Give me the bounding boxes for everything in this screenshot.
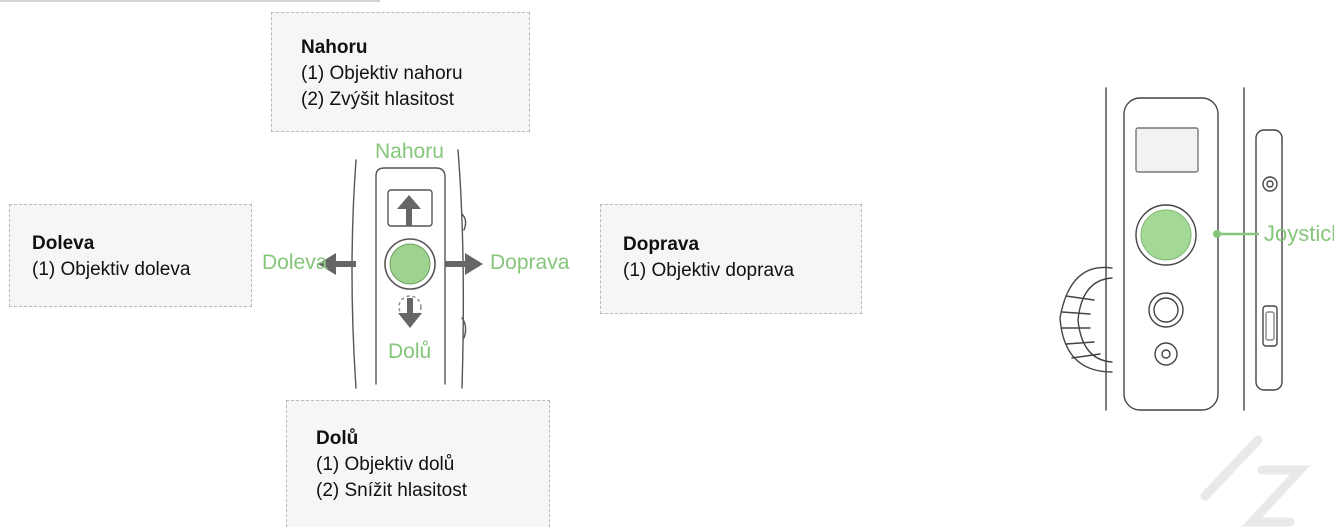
info-box-right: Doprava (1) Objektiv doprava [600,204,862,314]
joystick-label: Joystick [1264,221,1334,246]
info-box-down-title: Dolů [316,428,359,449]
info-box-left-title: Doleva [32,233,95,254]
usb-port [1262,305,1278,347]
direction-label-up: Nahoru [375,140,444,163]
watermark-icon [1200,435,1311,527]
direction-label-right: Doprava [490,251,570,274]
arrow-left-icon [318,253,356,275]
arrow-up-icon [397,195,421,226]
info-box-down-line-1: (1) Objektiv dolů [316,454,455,475]
device-round-button [1148,292,1184,328]
info-box-up-title: Nahoru [301,37,368,58]
info-box-left-line-1: (1) Objektiv doleva [32,259,191,280]
joystick-button-icon [384,238,436,290]
device-outline-right [457,149,465,389]
info-box-right-line-1: (1) Objektiv doprava [623,260,795,281]
top-rule [0,0,380,2]
joystick-callout-line [1213,230,1259,238]
device-body-outline [1105,87,1245,411]
device-side-bump-bottom [461,317,467,339]
device-front-panel [1123,97,1219,411]
focus-wheel [1059,266,1113,373]
info-box-down: Dolů (1) Objektiv dolů (2) Snížit hlasit… [286,400,550,527]
device-display [1135,127,1199,173]
side-button [1262,176,1278,192]
device-power-button [1154,342,1178,366]
arrow-right-icon [445,253,483,275]
direction-label-down: Dolů [388,340,432,363]
device-outline-left [351,159,357,389]
device-side-panel [1255,129,1283,391]
joystick-icon [1135,204,1197,266]
info-box-right-title: Doprava [623,234,700,255]
info-box-down-line-2: (2) Snížit hlasitost [316,480,467,501]
direction-label-left: Doleva [262,251,328,274]
device-panel-outline [375,167,446,385]
info-box-up-line-1: (1) Objektiv nahoru [301,63,463,84]
info-box-up-line-2: (2) Zvýšit hlasitost [301,89,455,110]
arrow-down-icon [398,295,422,328]
info-box-left: Doleva (1) Objektiv doleva [9,204,252,307]
info-box-up: Nahoru (1) Objektiv nahoru (2) Zvýšit hl… [271,12,530,132]
device-side-bump-top [461,213,467,231]
